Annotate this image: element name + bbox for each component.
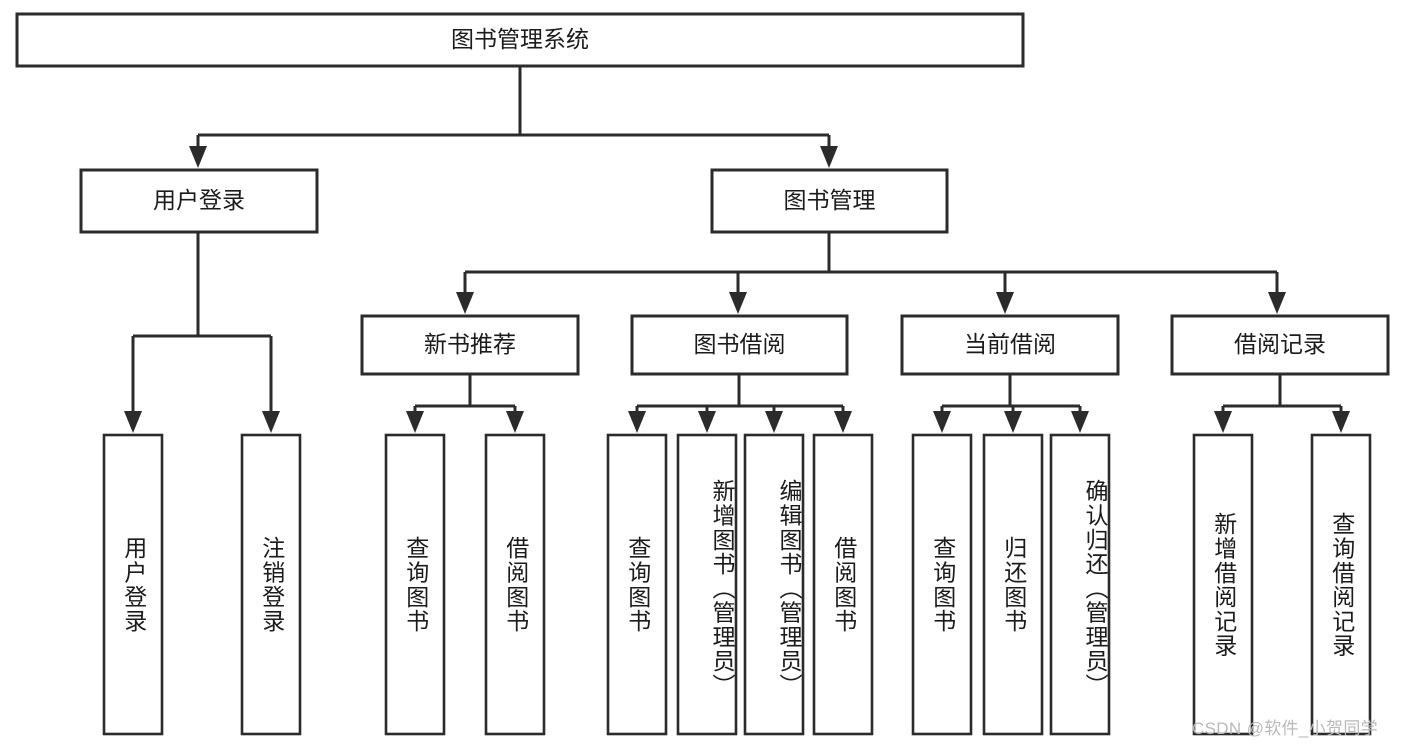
arrow-head-icon — [834, 411, 852, 433]
node-box-leaf-query-book-1[interactable] — [384, 433, 446, 736]
arrow-head-icon — [729, 292, 747, 314]
node-label-user-login: 用户登录 — [153, 187, 245, 213]
node-box-layer — [15, 12, 1390, 736]
node-box-leaf-user-logout[interactable] — [240, 433, 302, 736]
node-box-leaf-borrow-book-1[interactable] — [484, 433, 546, 736]
node-label-current-borrow: 当前借阅 — [964, 331, 1056, 357]
node-box-borrow-record[interactable] — [1170, 314, 1390, 376]
node-box-leaf-edit-book[interactable] — [743, 433, 805, 736]
arrow-head-icon — [1071, 411, 1089, 433]
node-label-book-borrow: 图书借阅 — [694, 331, 786, 357]
arrow-head-icon — [1268, 292, 1286, 314]
node-box-leaf-confirm-return[interactable] — [1049, 433, 1111, 736]
node-box-leaf-borrow-book-2[interactable] — [812, 433, 874, 736]
node-box-leaf-query-borrow-record[interactable] — [1310, 433, 1372, 736]
arrow-head-icon — [456, 292, 474, 314]
arrow-head-icon — [698, 411, 716, 433]
node-box-leaf-add-borrow-record[interactable] — [1192, 433, 1254, 736]
node-box-current-borrow[interactable] — [900, 314, 1120, 376]
node-box-leaf-return-book[interactable] — [982, 433, 1044, 736]
node-box-leaf-add-book[interactable] — [676, 433, 738, 736]
arrow-head-icon — [996, 292, 1014, 314]
node-label-root: 图书管理系统 — [451, 26, 589, 52]
connector-layer — [124, 66, 1350, 433]
node-label-new-book-rec: 新书推荐 — [424, 331, 516, 357]
node-label-borrow-record: 借阅记录 — [1234, 331, 1326, 357]
arrow-head-icon — [1332, 411, 1350, 433]
arrow-head-icon — [933, 411, 951, 433]
arrow-head-icon — [506, 411, 524, 433]
arrow-head-icon — [820, 146, 838, 168]
node-box-root[interactable] — [15, 12, 1025, 68]
node-box-leaf-query-book-2[interactable] — [606, 433, 668, 736]
arrow-head-icon — [628, 411, 646, 433]
node-box-new-book-rec[interactable] — [360, 314, 580, 376]
node-label-book-manage: 图书管理 — [784, 187, 876, 213]
arrow-head-icon — [1004, 411, 1022, 433]
node-box-leaf-query-book-3[interactable] — [911, 433, 973, 736]
node-box-user-login[interactable] — [79, 168, 319, 234]
node-box-book-manage[interactable] — [710, 168, 949, 234]
node-box-book-borrow[interactable] — [630, 314, 849, 376]
arrow-head-icon — [765, 411, 783, 433]
node-box-leaf-user-login[interactable] — [102, 433, 164, 736]
arrow-head-icon — [406, 411, 424, 433]
arrow-head-icon — [262, 411, 280, 433]
arrow-head-icon — [124, 411, 142, 433]
arrow-head-icon — [189, 146, 207, 168]
arrow-head-icon — [1214, 411, 1232, 433]
watermark: CSDN @软件_小贺同学 — [1192, 719, 1379, 738]
